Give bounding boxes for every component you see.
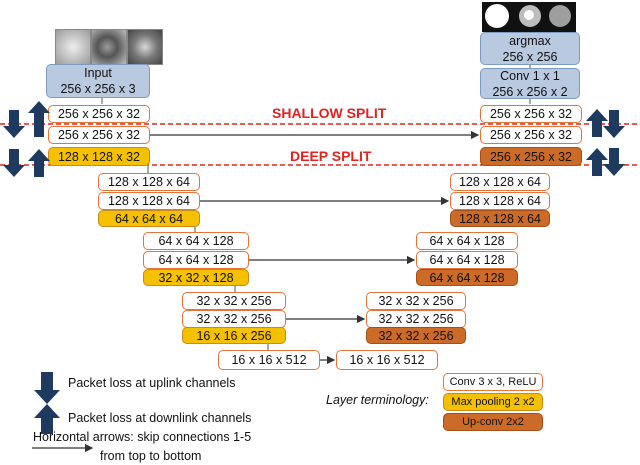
legend-downlink-icon	[34, 404, 60, 434]
downlink-loss-arrow-right-deep	[586, 148, 608, 176]
downlink-loss-arrow-left-shallow	[28, 101, 50, 137]
enc4-conv1: 32 x 32 x 256	[182, 292, 286, 310]
legend-pool-box: Max pooling 2 x2	[443, 393, 543, 411]
legend-uplink-text: Packet loss at uplink channels	[68, 376, 236, 390]
argmax-box: argmax 256 x 256	[480, 32, 580, 65]
legend-conv-box: Conv 3 x 3, ReLU	[443, 373, 543, 391]
uplink-loss-arrow-right-deep	[603, 148, 625, 176]
argmax-label: argmax	[509, 33, 551, 48]
downlink-loss-arrow-left-deep	[28, 149, 50, 177]
dec1-upconv: 256 x 256 x 32	[480, 147, 582, 166]
bottleneck-left: 16 x 16 x 512	[218, 350, 320, 370]
legend-uplink-icon	[34, 372, 60, 404]
legend-downlink-text: Packet loss at downlink channels	[68, 411, 252, 425]
enc1-conv1: 256 x 256 x 32	[48, 105, 150, 123]
dec3-upconv: 64 x 64 x 128	[416, 269, 518, 286]
conv1x1-label: Conv 1 x 1	[500, 68, 560, 83]
output-mask-1	[482, 2, 514, 32]
enc2-conv2: 128 x 128 x 64	[98, 192, 200, 210]
enc3-conv2: 64 x 64 x 128	[143, 251, 249, 269]
conv1x1-box: Conv 1 x 1 256 x 256 x 2	[480, 68, 580, 99]
downlink-loss-arrow-right-shallow	[586, 109, 608, 137]
dec1-conv1: 256 x 256 x 32	[480, 105, 582, 123]
bottleneck-right: 16 x 16 x 512	[336, 350, 438, 370]
output-mask-3	[546, 2, 576, 32]
legend-skip-text-1: Horizontal arrows: skip connections 1-5	[33, 430, 252, 444]
conv1x1-dims: 256 x 256 x 2	[492, 84, 568, 99]
enc1-conv2: 256 x 256 x 32	[48, 126, 150, 144]
input-image-2	[91, 29, 127, 65]
dec1-conv2: 256 x 256 x 32	[480, 126, 582, 144]
dec2-conv1: 128 x 128 x 64	[450, 173, 550, 191]
dec3-conv2: 64 x 64 x 128	[416, 251, 518, 269]
input-label: Input	[84, 66, 112, 80]
input-box: Input 256 x 256 x 3	[46, 64, 150, 98]
enc3-conv1: 64 x 64 x 128	[143, 232, 249, 250]
enc2-pool: 64 x 64 x 64	[98, 210, 200, 227]
input-image-3	[127, 29, 163, 65]
dec2-upconv: 128 x 128 x 64	[450, 210, 550, 227]
enc3-pool: 32 x 32 x 128	[143, 269, 249, 286]
input-dims: 256 x 256 x 3	[60, 82, 136, 96]
dec4-upconv: 32 x 32 x 256	[366, 327, 466, 344]
enc4-pool: 16 x 16 x 256	[182, 327, 286, 344]
dec4-conv1: 32 x 32 x 256	[366, 292, 466, 310]
legend-upconv-box: Up-conv 2x2	[443, 413, 543, 431]
uplink-loss-arrow-right-shallow	[603, 110, 625, 138]
shallow-split-label: SHALLOW SPLIT	[272, 105, 387, 121]
legend-terminology: Layer terminology:	[326, 393, 429, 407]
dec2-conv2: 128 x 128 x 64	[450, 192, 550, 210]
deep-split-label: DEEP SPLIT	[290, 148, 372, 164]
output-mask-2	[514, 2, 546, 32]
legend-skip-text-2: from top to bottom	[100, 449, 202, 463]
enc1-pool: 128 x 128 x 32	[48, 147, 150, 166]
uplink-loss-arrow-left-deep	[3, 149, 25, 177]
uplink-loss-arrow-left-shallow	[3, 110, 25, 138]
enc2-conv1: 128 x 128 x 64	[98, 173, 200, 191]
dec3-conv1: 64 x 64 x 128	[416, 232, 518, 250]
argmax-dims: 256 x 256	[502, 49, 558, 64]
